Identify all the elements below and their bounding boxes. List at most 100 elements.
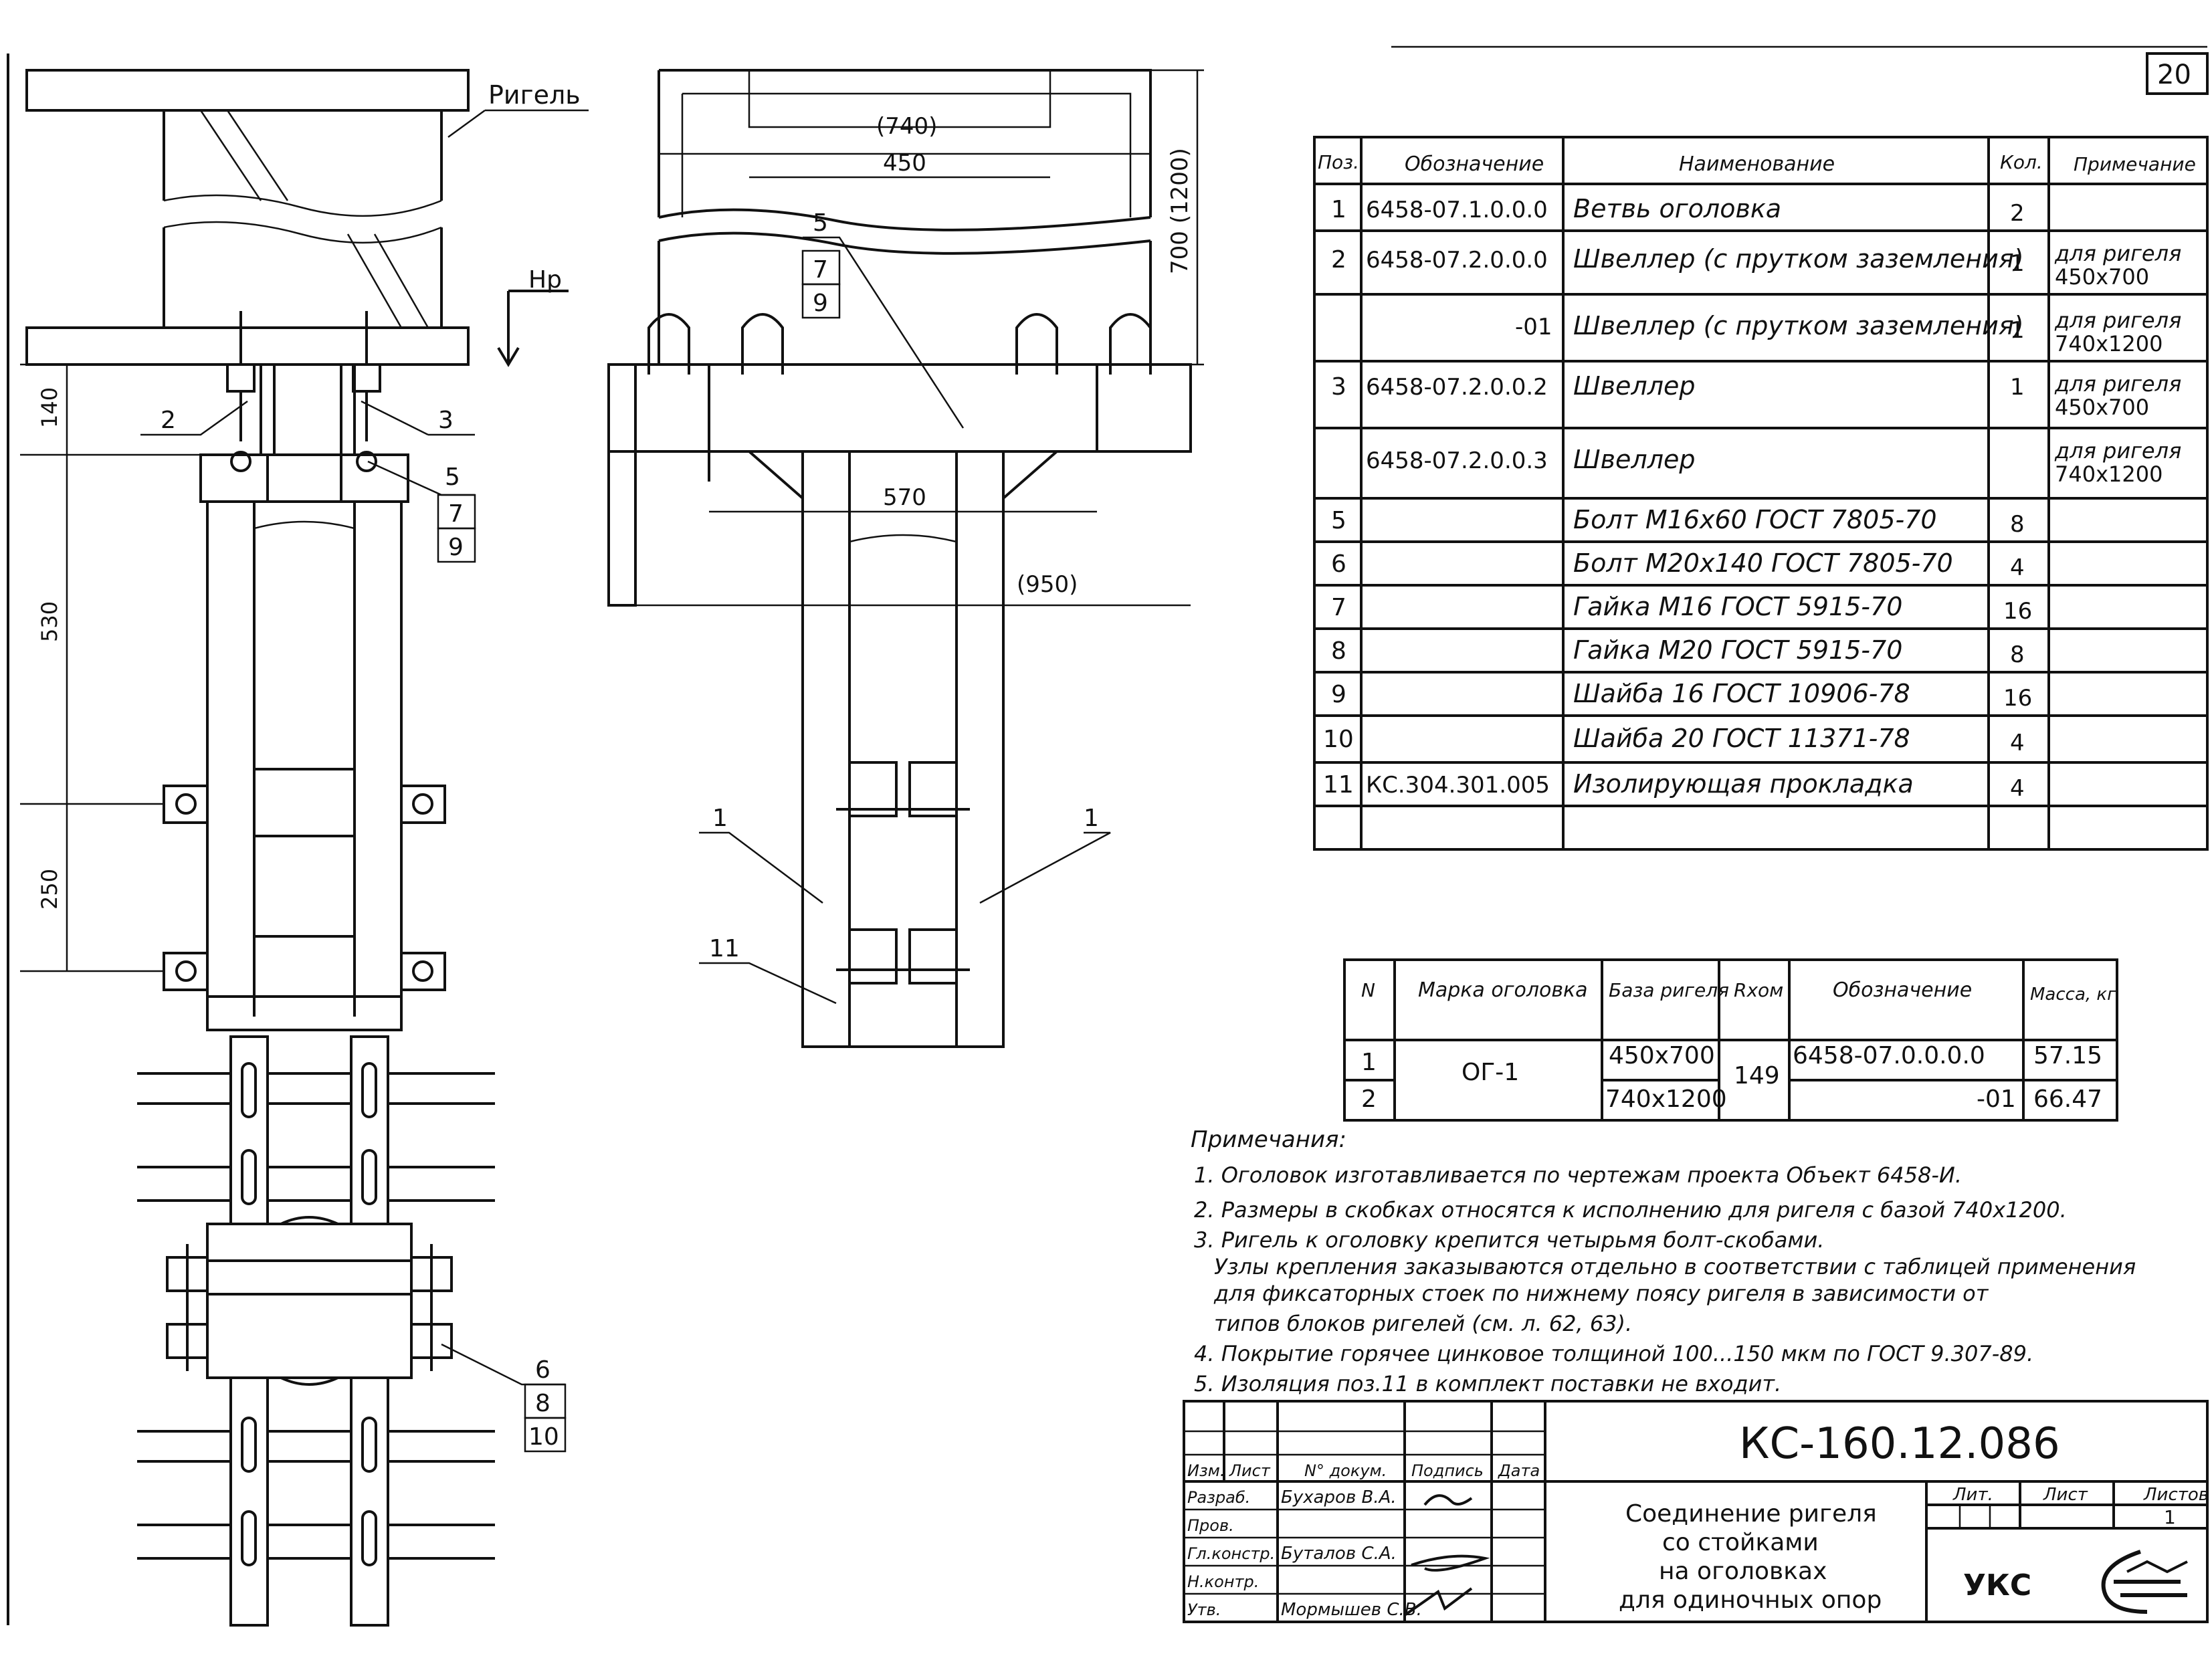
spec-row-qty: 16 xyxy=(2003,685,2032,712)
center-callouts: 5 7 9 1 1 11 xyxy=(699,209,1111,1005)
dim-950: (950) xyxy=(1017,571,1078,598)
left-callouts: 2 3 5 7 9 xyxy=(140,400,476,563)
note-line: 5. Изоляция поз.11 в комплект поставки н… xyxy=(1194,1371,1781,1396)
callout-10: 10 xyxy=(528,1423,559,1451)
tb-sheet-label: Лист xyxy=(2043,1485,2088,1505)
center-dimensions: (740) 450 700 (1200) 570 (950) xyxy=(609,69,1204,607)
spec-row-name: Шайба 20 ГОСТ 11371-78 xyxy=(1573,724,1910,753)
tb-header-date: Дата xyxy=(1498,1461,1540,1480)
note-line: Узлы крепления заказываются отдельно в с… xyxy=(1214,1254,2136,1279)
callout-9: 9 xyxy=(448,534,464,561)
sheet-frame: 20 xyxy=(7,45,2209,1625)
spec-row-pos: 5 xyxy=(1331,507,1346,534)
spec-row-name: Ветвь оголовка xyxy=(1573,194,1781,223)
drawing-title-line: на оголовках xyxy=(1659,1558,1827,1585)
mark-row-mass: 57.15 xyxy=(2033,1042,2102,1069)
spec-row-note: для ригеля xyxy=(2054,241,2181,266)
note-line: 2. Размеры в скобках относятся к исполне… xyxy=(1194,1197,2067,1223)
doc-code: КС-160.12.086 xyxy=(1739,1419,2060,1469)
mark-header-n: N xyxy=(1361,979,1375,1001)
mark-rnom: 149 xyxy=(1734,1062,1780,1090)
tb-person: Бухаров В.А. xyxy=(1281,1487,1397,1508)
spec-row-code: -01 xyxy=(1515,314,1552,340)
spec-row-qty: 4 xyxy=(2010,554,2025,581)
org-name: УКС xyxy=(1963,1568,2031,1602)
spec-row-qty: 4 xyxy=(2010,775,2025,802)
org-logo xyxy=(2101,1550,2188,1614)
spec-header-name: Наименование xyxy=(1679,152,1835,176)
callout-7: 7 xyxy=(448,500,464,528)
spec-row-pos: 9 xyxy=(1331,681,1346,708)
mark-row-n: 1 xyxy=(1361,1049,1377,1076)
tb-sheets-label: Листов xyxy=(2143,1485,2209,1505)
callout-9-center: 9 xyxy=(813,290,828,317)
spec-row-qty: 16 xyxy=(2003,598,2032,625)
callout-11: 11 xyxy=(709,935,740,962)
left-dimensions: 140 530 250 xyxy=(20,363,227,972)
mark-row-code: 6458-07.0.0.0.0 xyxy=(1793,1042,1985,1069)
spec-row-name: Швеллер (с прутком заземления) xyxy=(1573,311,2024,340)
spec-row-note: для ригеля xyxy=(2054,308,2181,333)
drawing-title-line: для одиночных опор xyxy=(1619,1586,1882,1614)
note-line: типов блоков ригелей (см. л. 62, 63). xyxy=(1214,1311,1632,1336)
spec-header-qty: Кол. xyxy=(2000,151,2043,173)
spec-row-name: Гайка М20 ГОСТ 5915-70 xyxy=(1573,635,1902,665)
spec-row-qty: 1 xyxy=(2010,317,2025,344)
notes-title: Примечания: xyxy=(1191,1126,1346,1153)
callout-2: 2 xyxy=(161,407,176,434)
spec-row-pos: 3 xyxy=(1331,373,1346,401)
callout-7-center: 7 xyxy=(813,256,828,284)
mark-row-mass: 66.47 xyxy=(2033,1085,2102,1113)
mark-header-base: База ригеля xyxy=(1609,979,1729,1001)
mark-table: N Марка оголовка База ригеля Rхом Обозна… xyxy=(1343,958,2118,1122)
dim-740: (740) xyxy=(876,113,937,140)
mark-row-base: 740х1200 xyxy=(1605,1085,1727,1113)
tb-sheets-value: 1 xyxy=(2164,1506,2176,1528)
spec-header-code: Обозначение xyxy=(1405,152,1544,176)
drawing-title-line: со стойками xyxy=(1662,1529,1819,1556)
spec-row-note: для ригеля xyxy=(2054,438,2181,463)
note-line: для фиксаторных стоек по нижнему поясу р… xyxy=(1213,1281,1989,1306)
mark-row-base: 450х700 xyxy=(1609,1042,1715,1069)
spec-row-note: 450х700 xyxy=(2055,395,2149,420)
spec-row-name: Швеллер xyxy=(1573,371,1696,401)
spec-row-note: 740х1200 xyxy=(2055,331,2163,356)
tb-role: Утв. xyxy=(1187,1600,1221,1619)
spec-row-qty: 2 xyxy=(2010,200,2025,227)
spec-row-code: 6458-07.2.0.0.0 xyxy=(1366,247,1548,274)
spec-row-note: 740х1200 xyxy=(2055,461,2163,487)
dim-450: 450 xyxy=(883,150,926,177)
spec-row-qty: 8 xyxy=(2010,511,2025,538)
dim-250: 250 xyxy=(37,869,62,910)
spec-row-qty: 4 xyxy=(2010,730,2025,756)
spec-row-pos: 6 xyxy=(1331,550,1346,578)
label-rigel: Ригель xyxy=(488,80,581,110)
note-line: 3. Ригель к оголовку крепится четырьмя б… xyxy=(1194,1227,1824,1253)
callout-8: 8 xyxy=(535,1390,550,1417)
mark-header-code: Обозначение xyxy=(1833,978,1972,1002)
tb-person: Буталов С.А. xyxy=(1281,1544,1397,1564)
spec-row-name: Гайка М16 ГОСТ 5915-70 xyxy=(1573,592,1902,621)
bolt-stirrups xyxy=(647,313,1152,375)
sheet-corner-number: 20 xyxy=(2157,60,2191,90)
dim-140: 140 xyxy=(37,387,62,428)
label-hr: Нр xyxy=(528,266,562,294)
spec-header-note: Примечание xyxy=(2074,153,2196,175)
callout-3: 3 xyxy=(438,407,454,434)
spec-row-name: Шайба 16 ГОСТ 10906-78 xyxy=(1573,679,1910,708)
left-view: Нр Ригель xyxy=(20,69,589,1031)
tb-role: Гл.констр. xyxy=(1187,1544,1275,1563)
mark-value: ОГ-1 xyxy=(1462,1059,1519,1086)
spec-row-pos: 11 xyxy=(1323,771,1354,799)
spec-row-pos: 8 xyxy=(1331,637,1346,665)
tb-role: Пров. xyxy=(1187,1516,1234,1535)
notes: Примечания: 1. Оголовок изготавливается … xyxy=(1191,1126,2136,1396)
dim-700-1200: 700 (1200) xyxy=(1167,148,1193,274)
tb-header-izm: Изм. xyxy=(1187,1461,1225,1480)
spec-row-qty: 8 xyxy=(2010,641,2025,668)
tb-stage-label: Лит. xyxy=(1952,1485,1993,1505)
signatures xyxy=(1403,1494,1490,1617)
callout-5-center: 5 xyxy=(813,209,828,237)
dim-570: 570 xyxy=(883,484,926,511)
callout-6: 6 xyxy=(535,1356,550,1384)
